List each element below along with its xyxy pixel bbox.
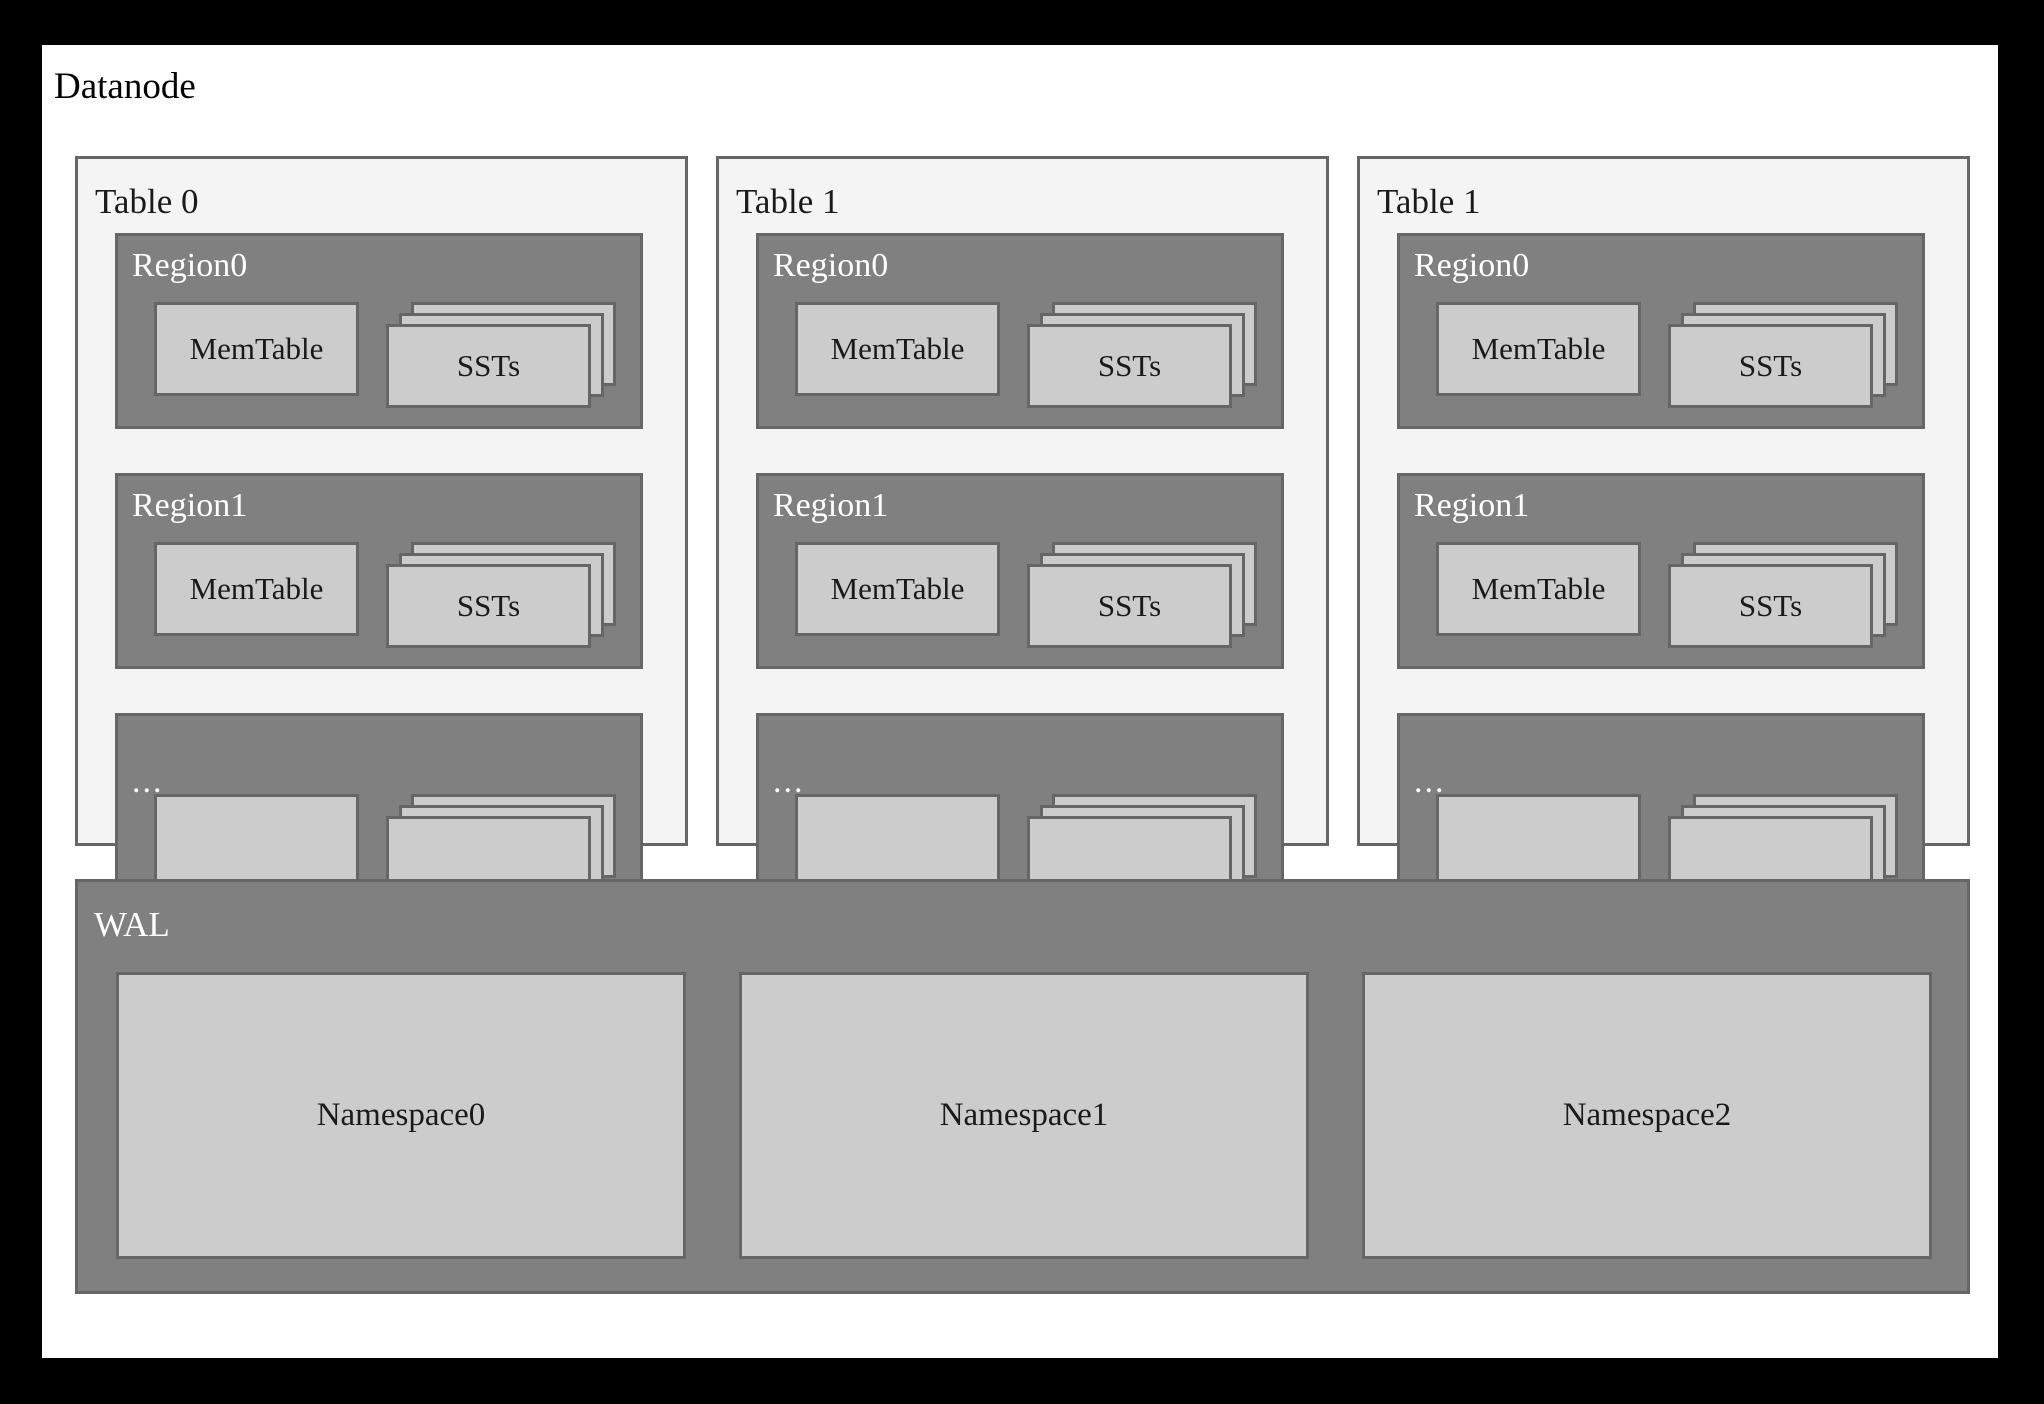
namespace-box[interactable]: Namespace0 [116, 972, 686, 1259]
ssts-stack[interactable]: SSTs [1668, 542, 1898, 648]
ssts-stack[interactable] [386, 794, 616, 900]
memtable-box[interactable]: MemTable [1436, 302, 1641, 396]
sst-card-front[interactable]: SSTs [1668, 324, 1873, 408]
regions-wrap: Region0 MemTable SSTs Region1 MemTable [115, 233, 643, 909]
region-body: MemTable SSTs [1436, 302, 1906, 412]
memtable-box[interactable] [154, 794, 359, 888]
region-body: MemTable SSTs [795, 302, 1265, 412]
table-label: Table 1 [1377, 182, 1481, 221]
sst-card-front[interactable]: SSTs [1027, 564, 1232, 648]
region-block[interactable]: Region0 MemTable SSTs [756, 233, 1284, 429]
region-body: MemTable SSTs [154, 542, 624, 652]
region-body: MemTable SSTs [1436, 542, 1906, 652]
region-block[interactable]: Region1 MemTable SSTs [756, 473, 1284, 669]
sst-card-front[interactable]: SSTs [386, 324, 591, 408]
region-label: Region1 [773, 487, 889, 524]
region-label: Region0 [1414, 247, 1530, 284]
region-body [154, 794, 624, 904]
memtable-box[interactable] [795, 794, 1000, 888]
sst-card-front[interactable]: SSTs [1027, 324, 1232, 408]
memtable-box[interactable]: MemTable [795, 542, 1000, 636]
memtable-box[interactable]: MemTable [154, 542, 359, 636]
region-block[interactable]: Region0 MemTable SSTs [115, 233, 643, 429]
region-ellipsis-label: ... [132, 763, 164, 800]
region-label: Region1 [1414, 487, 1530, 524]
ssts-stack[interactable]: SSTs [1027, 302, 1257, 408]
table-label: Table 0 [95, 182, 199, 221]
ssts-stack[interactable]: SSTs [386, 302, 616, 408]
table-label: Table 1 [736, 182, 840, 221]
region-ellipsis-label: ... [1414, 763, 1446, 800]
table-panel[interactable]: Table 0 Region0 MemTable SSTs Region1 [75, 156, 688, 909]
sst-card-front[interactable]: SSTs [386, 564, 591, 648]
namespace-box[interactable]: Namespace1 [739, 972, 1309, 1259]
datanode-title: Datanode [54, 66, 196, 107]
ssts-stack[interactable]: SSTs [386, 542, 616, 648]
region-label: Region0 [132, 247, 248, 284]
memtable-box[interactable]: MemTable [154, 302, 359, 396]
regions-wrap: Region0 MemTable SSTs Region1 MemTable [1397, 233, 1925, 909]
datanode-container: Datanode Table 0 Region0 MemTable SSTs [42, 45, 1998, 1358]
namespaces-row: Namespace0 Namespace1 Namespace2 [116, 972, 1932, 1259]
table-panel[interactable]: Table 1 Region0 MemTable SSTs Region1 [1357, 156, 1970, 909]
regions-wrap: Region0 MemTable SSTs Region1 MemTable [756, 233, 1284, 909]
namespace-box[interactable]: Namespace2 [1362, 972, 1932, 1259]
tables-row: Table 0 Region0 MemTable SSTs Region1 [75, 156, 1970, 909]
region-block[interactable]: Region1 MemTable SSTs [1397, 473, 1925, 669]
wal-container[interactable]: WAL Namespace0 Namespace1 Namespace2 [75, 879, 1970, 1294]
wal-label: WAL [94, 905, 170, 944]
memtable-box[interactable]: MemTable [795, 302, 1000, 396]
region-block-more[interactable]: ... [115, 713, 643, 909]
region-body: MemTable SSTs [795, 542, 1265, 652]
region-label: Region0 [773, 247, 889, 284]
memtable-box[interactable] [1436, 794, 1641, 888]
table-panel[interactable]: Table 1 Region0 MemTable SSTs Region1 [716, 156, 1329, 909]
region-ellipsis-label: ... [773, 763, 805, 800]
ssts-stack[interactable]: SSTs [1668, 302, 1898, 408]
memtable-box[interactable]: MemTable [1436, 542, 1641, 636]
region-body: MemTable SSTs [154, 302, 624, 412]
region-block[interactable]: Region1 MemTable SSTs [115, 473, 643, 669]
region-block[interactable]: Region0 MemTable SSTs [1397, 233, 1925, 429]
region-label: Region1 [132, 487, 248, 524]
ssts-stack[interactable]: SSTs [1027, 542, 1257, 648]
sst-card-front[interactable]: SSTs [1668, 564, 1873, 648]
